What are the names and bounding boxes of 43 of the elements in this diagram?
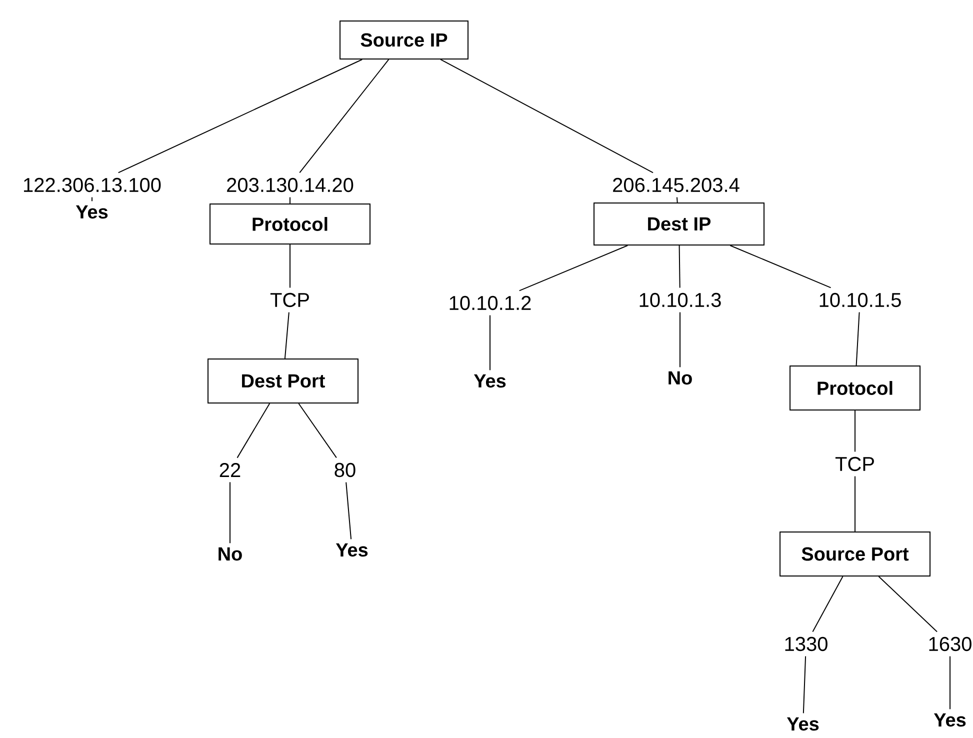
branch-value: 80 <box>334 462 356 478</box>
decision-box: Dest Port <box>208 358 358 404</box>
tree-line <box>856 312 860 366</box>
tree-line <box>812 576 844 632</box>
branch-value: 206.145.203.4 <box>613 178 740 192</box>
branch-value: 1630 <box>929 636 972 652</box>
branch-value: 122.306.13.100 <box>24 178 161 192</box>
decision-box: Protocol <box>790 366 921 410</box>
branch-value: 22 <box>220 463 240 477</box>
branch-value: 10.10.1.5 <box>820 292 901 308</box>
tree-line <box>299 59 390 174</box>
tree-line <box>802 656 806 714</box>
decision-box: Dest IP <box>594 202 765 246</box>
tree-line <box>346 482 352 540</box>
tree-line <box>118 59 363 174</box>
result-label: Yes <box>474 374 506 388</box>
result-label: Yes <box>76 205 108 219</box>
branch-value: 10.10.1.2 <box>450 296 531 310</box>
tree-line <box>676 196 678 203</box>
decision-box: Source Port <box>780 532 931 576</box>
result-label: Yes <box>336 543 368 557</box>
tree-line <box>878 576 938 632</box>
tree-line <box>854 476 856 532</box>
result-label: No <box>668 371 692 385</box>
result-label: Yes <box>786 717 819 731</box>
decision-box: Protocol <box>210 204 370 244</box>
branch-value: 1330 <box>785 636 828 652</box>
tree-line <box>298 403 337 458</box>
tree-line <box>678 245 680 288</box>
tree-line <box>730 245 832 288</box>
branch-value: 10.10.1.3 <box>640 292 721 308</box>
tree-line <box>440 59 654 174</box>
result-label: No <box>218 547 242 561</box>
branch-value: TCP <box>270 292 309 308</box>
branch-value: 203.130.14.20 <box>227 178 354 192</box>
tree-line <box>854 410 856 452</box>
tree-line <box>236 403 270 458</box>
tree-line <box>518 245 628 292</box>
decision-box: Source IP <box>340 20 468 60</box>
tree-line <box>950 656 951 710</box>
result-label: Yes <box>934 713 966 727</box>
branch-value: TCP <box>835 456 874 472</box>
tree-line <box>284 312 290 359</box>
